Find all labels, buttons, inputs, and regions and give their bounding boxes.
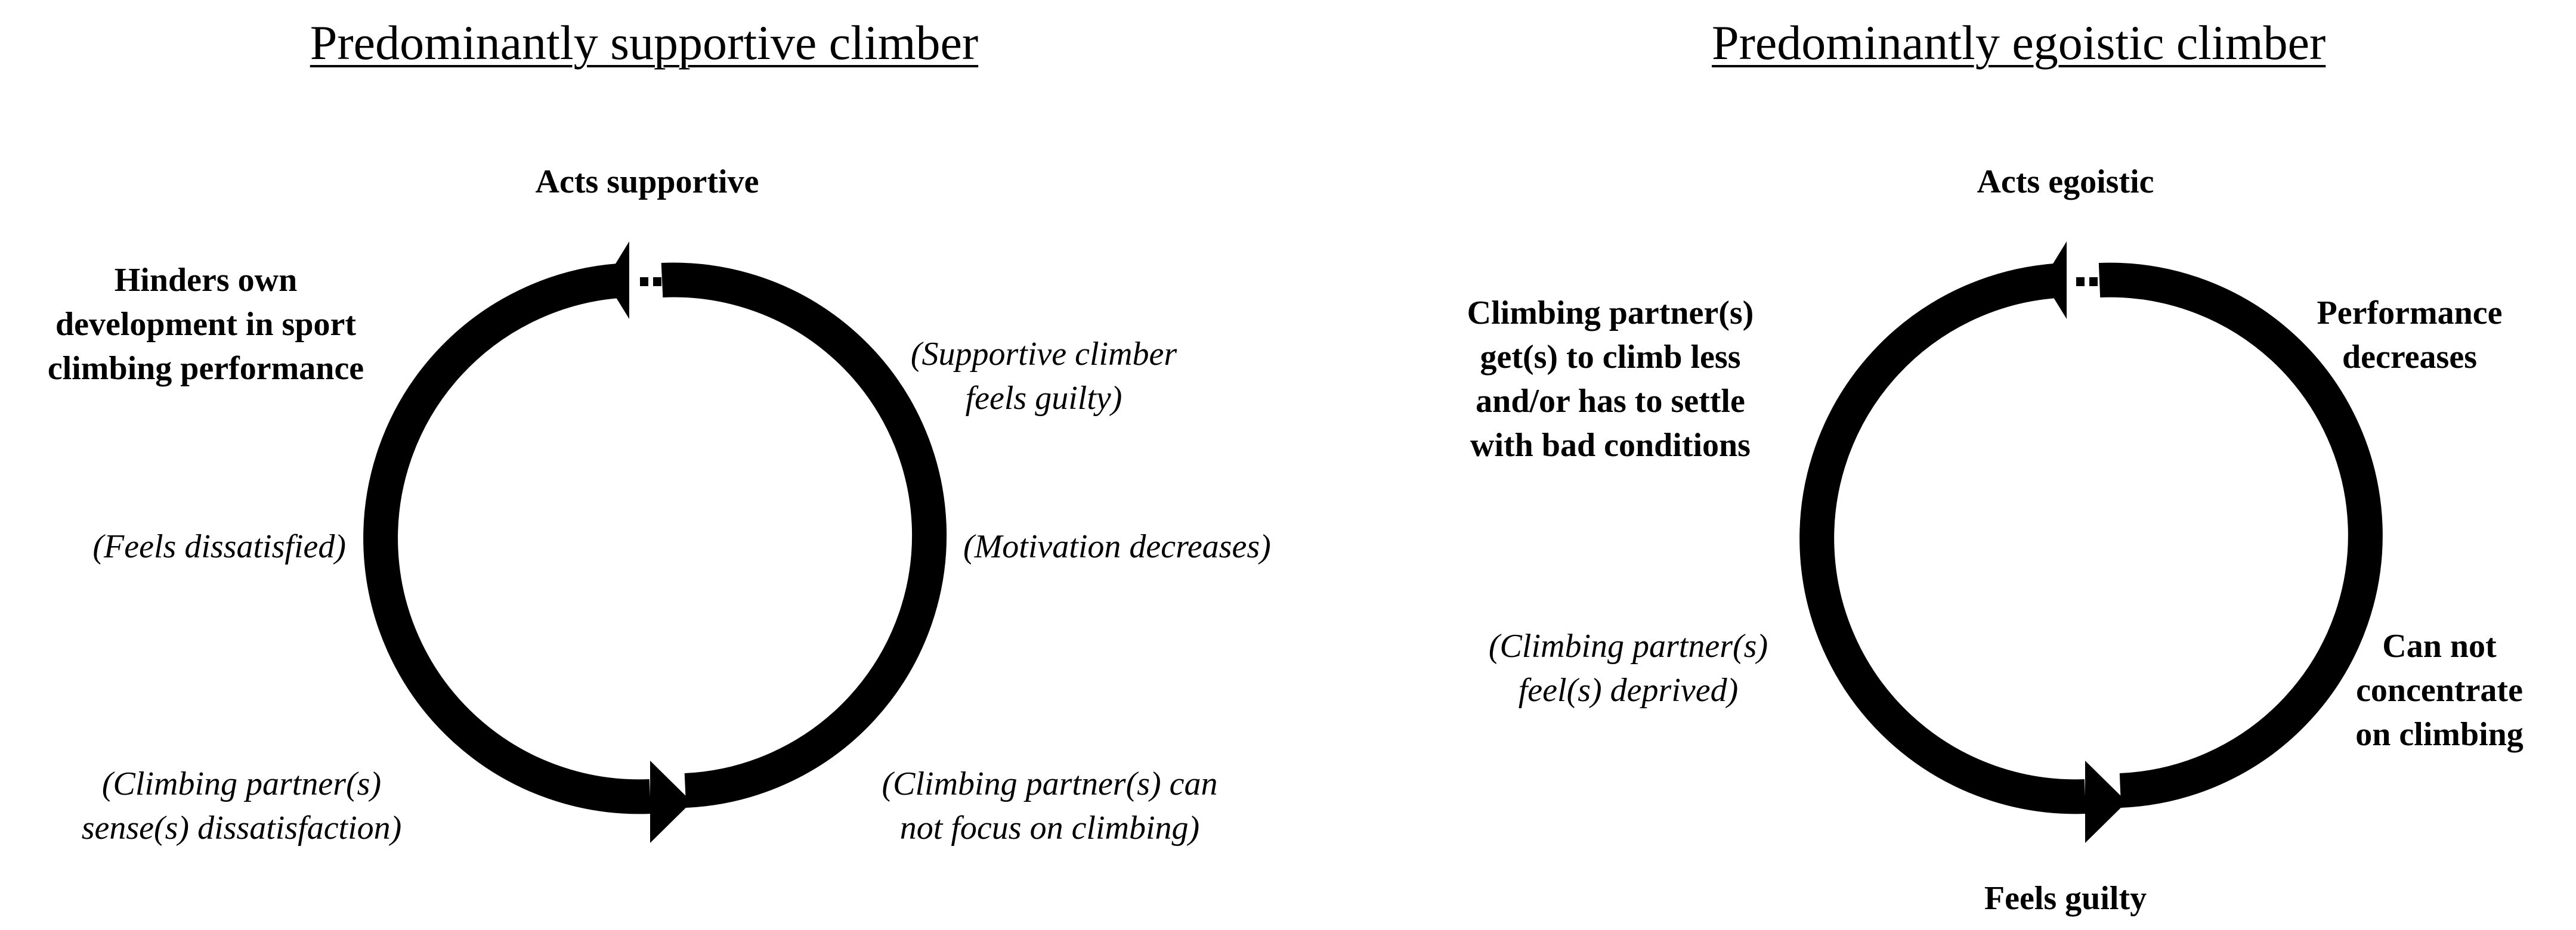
- egoistic-arrowhead-top: [2043, 241, 2067, 319]
- supportive-mid-left-label: (Feels dissatisfied): [12, 525, 346, 569]
- supportive-cycle-ring-left: [363, 263, 651, 814]
- egoistic-bottom-label: Feels guilty: [1887, 876, 2244, 920]
- dot-1: [2076, 277, 2085, 286]
- dot-2: [653, 277, 661, 286]
- label-line: sense(s) dissatisfaction): [81, 810, 402, 847]
- supportive-lower-left-label: (Climbing partner(s) sense(s) dissatisfa…: [48, 762, 435, 850]
- egoistic-lower-left-label: (Climbing partner(s) feel(s) deprived): [1449, 624, 1807, 712]
- egoistic-cycle-arrow: [1799, 241, 2383, 843]
- label-line: development in sport: [55, 306, 356, 343]
- label-line: Performance: [2317, 294, 2503, 331]
- supportive-top-label: Acts supportive: [468, 160, 826, 204]
- label-line: (Climbing partner(s): [101, 765, 382, 802]
- label-line: on climbing: [2355, 716, 2524, 753]
- supportive-arrowhead-top: [605, 241, 629, 319]
- supportive-cycle-ring-right: [661, 262, 947, 808]
- egoistic-top-label: Acts egoistic: [1887, 160, 2244, 204]
- supportive-arrowhead-bottom: [650, 761, 692, 843]
- egoistic-panel-title: Predominantly egoistic climber: [1372, 14, 2576, 72]
- label-line: (Feels dissatisfied): [92, 528, 346, 565]
- supportive-title-text: Predominantly supportive climber: [310, 16, 979, 70]
- supportive-lower-right-label: (Climbing partner(s) can not focus on cl…: [835, 762, 1264, 850]
- egoistic-arrowhead-bottom: [2085, 761, 2127, 843]
- label-line: Climbing partner(s): [1467, 294, 1754, 331]
- egoistic-cycle-ring-left: [1799, 263, 2086, 814]
- label-line: get(s) to climb less: [1480, 339, 1741, 376]
- label-line: with bad conditions: [1470, 427, 1751, 464]
- top-label-text: Acts egoistic: [1977, 163, 2154, 200]
- supportive-panel-title: Predominantly supportive climber: [0, 14, 1288, 72]
- label-line: (Climbing partner(s) can: [882, 765, 1218, 802]
- bottom-label-text: Feels guilty: [1984, 880, 2147, 917]
- label-line: (Climbing partner(s): [1488, 628, 1768, 665]
- dot-1: [640, 277, 648, 286]
- label-line: feels guilty): [965, 380, 1122, 417]
- label-line: (Supportive climber: [910, 336, 1177, 373]
- label-line: not focus on climbing): [899, 810, 1200, 847]
- label-line: Can not: [2382, 628, 2497, 665]
- supportive-upper-left-label: Hinders own development in sport climbin…: [0, 258, 412, 390]
- top-label-text: Acts supportive: [535, 163, 759, 200]
- label-line: decreases: [2342, 339, 2477, 376]
- egoistic-cycle-ring-right: [2098, 262, 2383, 808]
- label-line: feel(s) deprived): [1518, 672, 1739, 709]
- label-line: Hinders own: [114, 262, 298, 299]
- egoistic-title-text: Predominantly egoistic climber: [1712, 16, 2326, 70]
- label-line: climbing performance: [47, 350, 364, 387]
- label-line: and/or has to settle: [1476, 383, 1745, 420]
- label-line: concentrate: [2356, 672, 2523, 709]
- egoistic-lower-right-label: Can not concentrate on climbing: [2326, 624, 2553, 757]
- supportive-mid-right-label: (Motivation decreases): [963, 525, 1369, 569]
- dot-2: [2089, 277, 2098, 286]
- egoistic-upper-right-label: Performance decreases: [2278, 291, 2541, 379]
- egoistic-upper-left-label: Climbing partner(s) get(s) to climb less…: [1420, 291, 1801, 467]
- supportive-upper-right-label: (Supportive climber feels guilty): [865, 332, 1223, 420]
- supportive-cycle-arrow: [363, 241, 947, 843]
- label-line: (Motivation decreases): [963, 528, 1271, 565]
